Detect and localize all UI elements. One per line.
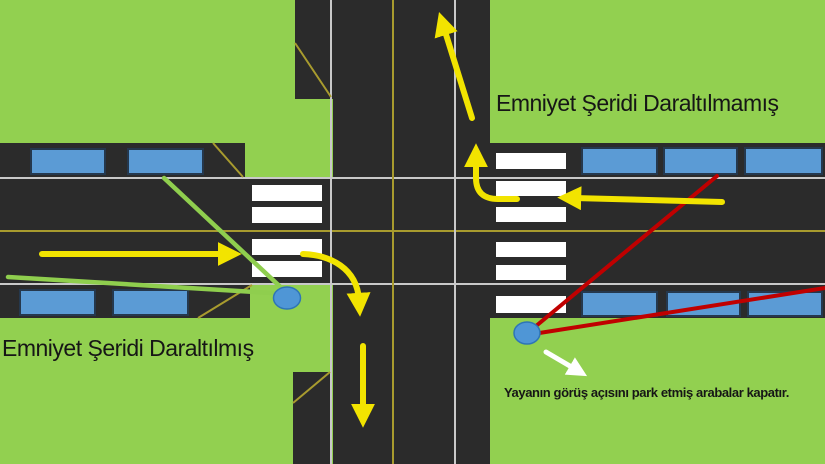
parked-car: [112, 289, 189, 316]
parked-car: [19, 289, 96, 316]
crosswalk-stripe: [252, 207, 322, 223]
parked-car: [581, 147, 658, 175]
shoulder-lane-top: [295, 0, 333, 99]
crosswalk-stripe: [496, 207, 566, 222]
caption-blocked-view: Yayanın görüş açısını park etmiş arabala…: [504, 385, 789, 400]
pedestrians-layer: [272, 286, 541, 345]
pointer-arrow-icon: [543, 349, 588, 377]
parked-car: [744, 147, 823, 175]
parked-cars-layer: [19, 147, 823, 317]
vehicle-turn-arrow-south-icon: [300, 251, 371, 317]
taper-line-shoulder-top: [294, 42, 332, 98]
shoulder-lane-bottom: [293, 372, 330, 464]
crosswalk-stripe: [252, 185, 322, 201]
crosswalk-east: [496, 153, 566, 313]
crosswalk-stripe: [496, 181, 566, 196]
pedestrian-dot-right: [513, 321, 541, 345]
parked-car: [127, 148, 204, 175]
taper-line-top-left: [212, 142, 244, 178]
title-left: Emniyet Şeridi Daraltılmış: [2, 335, 254, 361]
crosswalk-stripe: [496, 242, 566, 257]
blocked-sight-line-icon: [531, 286, 825, 336]
crosswalk-stripe: [496, 153, 566, 169]
clear-sight-line-icon: [5, 274, 291, 297]
parked-car: [30, 148, 106, 175]
crosswalk-west: [252, 185, 322, 277]
vehicle-arrows-layer: [39, 11, 725, 428]
vehicle-path-arrow-north-icon: [434, 11, 475, 121]
pedestrian-dot-left: [272, 286, 302, 310]
vehicle-turn-arrow-east-icon: [464, 143, 520, 202]
vehicle-path-arrow-west-icon: [557, 186, 725, 211]
taper-line-shoulder-bottom: [292, 371, 331, 404]
crosswalk-stripe: [252, 239, 322, 255]
parked-car: [663, 147, 738, 175]
crosswalk-stripe: [496, 265, 566, 280]
crosswalk-stripe: [252, 261, 322, 277]
clear-sight-line-icon: [161, 175, 291, 297]
crosswalk-stripe: [496, 296, 566, 313]
title-right: Emniyet Şeridi Daraltılmamış: [496, 90, 779, 116]
parked-car: [581, 291, 658, 317]
